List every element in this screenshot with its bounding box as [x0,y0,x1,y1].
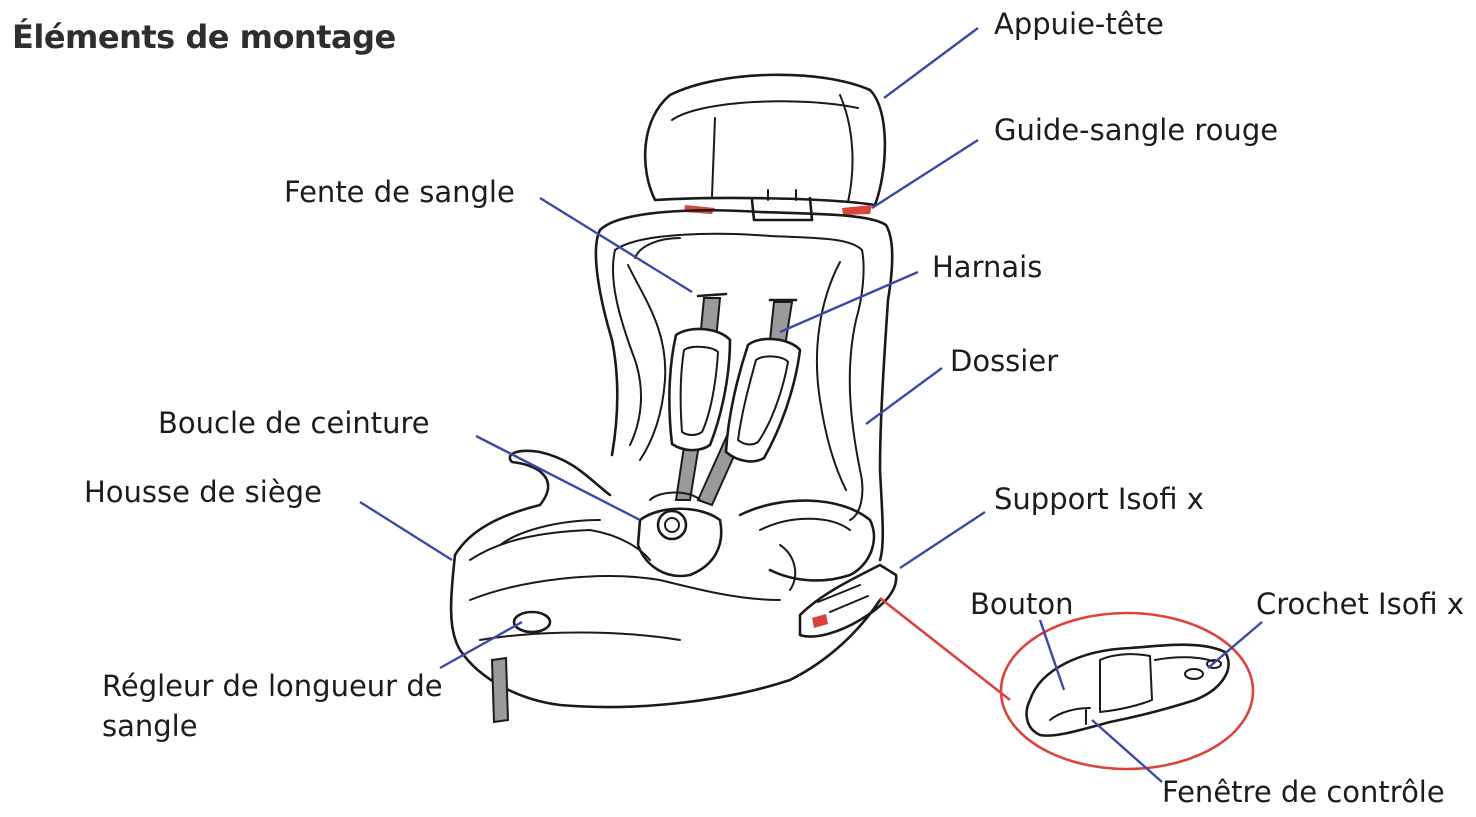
label-regleur-longueur-sangle: Régleur de longueur de sangle [102,669,443,743]
label-guide-sangle-rouge: Guide-sangle rouge [994,113,1279,147]
backrest-shape [594,209,894,562]
label-fenetre-de-controle: Fenêtre de contrôle [1162,775,1445,809]
label-boucle-de-ceinture: Boucle de ceinture [158,406,430,440]
label-dossier: Dossier [950,344,1059,378]
zoom-connector-line [879,596,1011,702]
label-fente-de-sangle: Fente de sangle [284,175,515,209]
label-crochet-isofix: Crochet Isofi x [1256,587,1465,621]
isofix-connector-zoom-shape [1025,643,1230,737]
label-appuie-tete: Appuie-tête [994,7,1164,41]
harness-shape [668,292,802,507]
label-housse-de-siege: Housse de siège [84,475,322,509]
page-title: Éléments de montage [12,18,396,56]
label-support-isofix: Support Isofi x [994,482,1204,516]
label-bouton: Bouton [970,587,1074,621]
headrest-shape [643,73,887,222]
zoom-circle [999,611,1255,771]
seat-cushion-shape [449,449,882,724]
leader-lines [359,27,1263,783]
isofix-arm-shape [798,563,898,638]
label-harnais: Harnais [932,250,1043,284]
